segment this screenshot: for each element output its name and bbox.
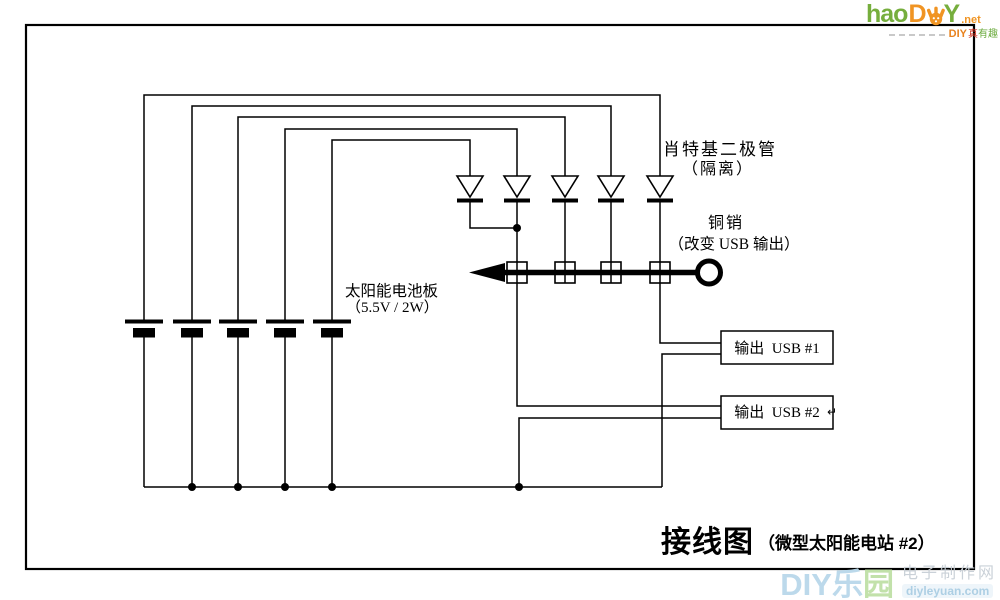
watermark-site-url: diyleyuan.com bbox=[901, 584, 994, 598]
wire-diode1-cathode bbox=[469, 202, 517, 229]
solar-cell-symbol bbox=[219, 319, 257, 338]
usb2-paragraph-mark: ↵ bbox=[827, 405, 837, 419]
haodiy-logo-slogan: DIY 真 有趣 bbox=[866, 29, 998, 40]
caption-sub: （微型太阳能电站 #2） bbox=[758, 533, 935, 553]
wire-panel2-to-diode4 bbox=[191, 105, 612, 321]
usb2-box bbox=[720, 395, 834, 430]
diode-symbol bbox=[550, 175, 580, 203]
junction-dot bbox=[515, 483, 523, 491]
junction-dot bbox=[234, 483, 242, 491]
wire-usb2-return bbox=[518, 417, 721, 487]
diode-symbol bbox=[455, 175, 485, 203]
wire-panel5-to-diode1 bbox=[331, 139, 471, 321]
logo-text-net: .net bbox=[961, 14, 981, 26]
logo-text-hao: hao bbox=[866, 0, 908, 28]
diyleyuan-watermark: DIY乐园 电子制作网 diyleyuan.com bbox=[780, 566, 997, 600]
logo-slogan-diy: DIY bbox=[948, 28, 967, 40]
logo-text-y: Y bbox=[943, 0, 961, 28]
watermark-brand-le: 乐 bbox=[831, 567, 863, 600]
wire-usb1-return bbox=[661, 353, 721, 487]
solar-cell-symbol bbox=[173, 319, 211, 338]
copper-pin-label-line2: （改变 USB 输出） bbox=[669, 235, 800, 253]
diagram-border bbox=[24, 23, 976, 571]
wire-panel3-to-diode3 bbox=[237, 116, 566, 321]
logo-slogan-youqu: 有趣 bbox=[978, 28, 998, 40]
selector-contact-3 bbox=[600, 261, 622, 284]
diode-symbol bbox=[596, 175, 626, 203]
wire-panel4-to-diode2 bbox=[284, 128, 518, 321]
copper-pin-selector bbox=[469, 258, 723, 287]
panel-label-line2: （5.5V / 2W） bbox=[346, 299, 439, 316]
selector-arrow-head bbox=[469, 263, 505, 282]
watermark-brand-diy: DIY bbox=[780, 567, 832, 600]
diodes bbox=[455, 175, 675, 203]
junction-dot bbox=[188, 483, 196, 491]
junction-dots bbox=[188, 224, 523, 491]
logo-dashed-line bbox=[888, 33, 945, 36]
watermark-site: 电子制作网 diyleyuan.com bbox=[901, 565, 997, 600]
solar-cell-symbol bbox=[125, 319, 163, 338]
usb1-box bbox=[720, 330, 834, 365]
copper-pin-label-line1: 铜销 bbox=[708, 214, 744, 232]
solar-cell-symbol bbox=[313, 319, 351, 338]
wire-diode5-to-usb1 bbox=[659, 202, 721, 344]
junction-dot bbox=[281, 483, 289, 491]
selector-contact-2 bbox=[554, 261, 576, 284]
wires bbox=[143, 94, 721, 488]
diode-label-line2: （隔离） bbox=[682, 160, 754, 178]
solar-cells bbox=[125, 319, 351, 338]
watermark-brand-yuan: 园 bbox=[862, 567, 894, 600]
solar-cell-symbol bbox=[266, 319, 304, 338]
usb1-label: 输出 USB #1 bbox=[734, 340, 819, 357]
watermark-brand: DIY乐园 bbox=[780, 569, 894, 600]
wire-panel1-to-diode5 bbox=[143, 94, 661, 321]
hand-icon bbox=[926, 6, 945, 26]
diode-symbol bbox=[645, 175, 675, 203]
caption-main: 接线图 bbox=[661, 526, 754, 559]
diode-label-line1: 肖特基二极管 bbox=[663, 140, 777, 159]
usb2-label: 输出 USB #2 bbox=[734, 404, 819, 421]
logo-text-d: D bbox=[908, 0, 927, 28]
diode-symbol bbox=[502, 175, 532, 203]
selector-contact-1 bbox=[506, 261, 528, 284]
junction-dot bbox=[513, 224, 521, 232]
junction-dot bbox=[328, 483, 336, 491]
watermark-site-name: 电子制作网 bbox=[901, 565, 997, 582]
panel-label-line1: 太阳能电池板 bbox=[345, 282, 438, 300]
copper-pin-ring bbox=[695, 258, 723, 287]
logo-slogan-zhen: 真 bbox=[968, 28, 978, 40]
selector-contact-4 bbox=[649, 261, 671, 284]
wire-diode2-to-usb2 bbox=[516, 202, 721, 407]
